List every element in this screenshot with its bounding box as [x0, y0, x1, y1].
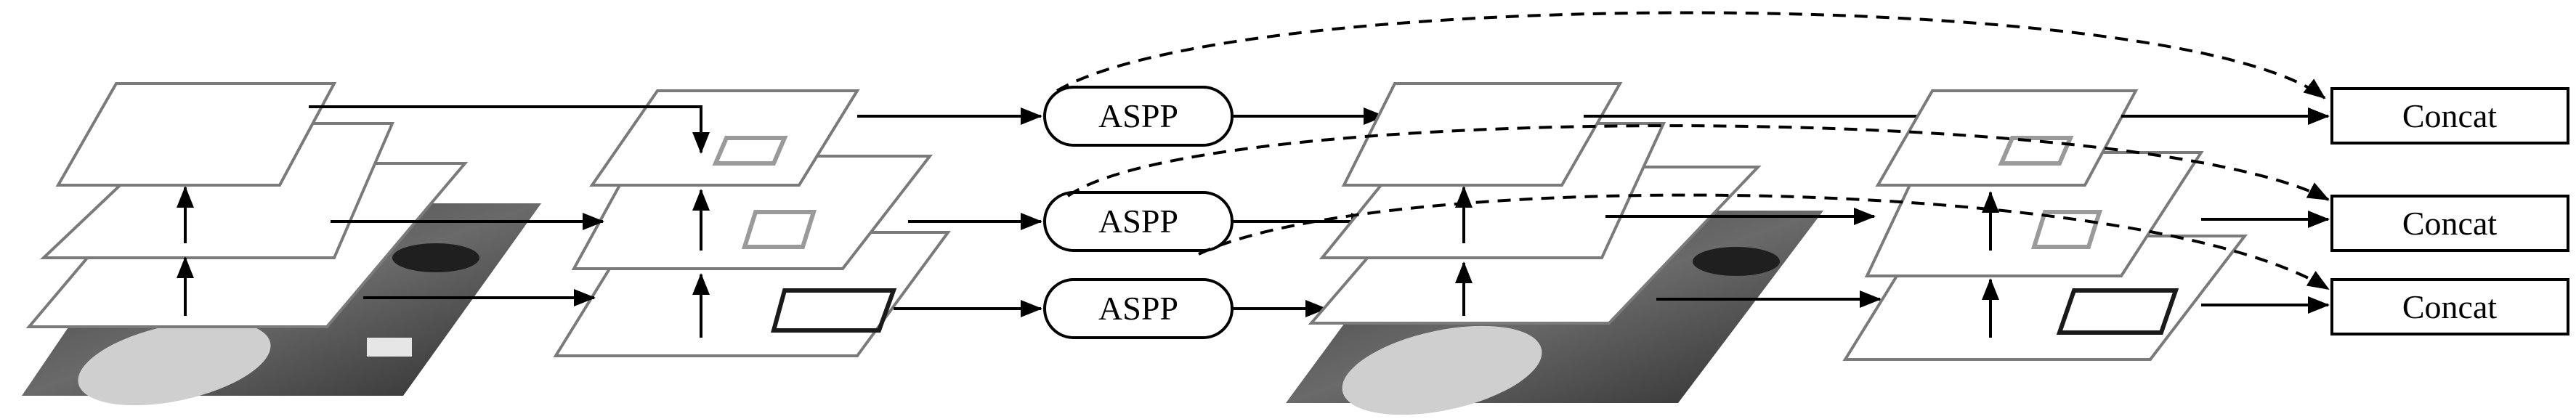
left-image-leaf [78, 320, 271, 406]
dashed-skip-bottom [1198, 193, 2330, 290]
right-backbone-pyramid [1286, 82, 1823, 415]
right-fpn-square-top [1998, 136, 2074, 166]
concat-label-bottom: Concat [2402, 288, 2498, 325]
aspp-box-top: ASPP [1043, 86, 1234, 147]
concat-label-top: Concat [2402, 97, 2498, 134]
left-plane-middle [39, 122, 395, 259]
concat-label-middle: Concat [2402, 205, 2498, 242]
right-plane-top [1341, 82, 1623, 187]
aspp-label-top: ASPP [1098, 97, 1178, 134]
left-fpn-square-middle [741, 210, 817, 249]
left-fpn-square-top [712, 136, 788, 166]
aspp-label-middle: ASPP [1098, 203, 1178, 240]
dashed-skip-middle [1066, 124, 2330, 201]
left-fpn-pyramid [553, 89, 951, 357]
lateral-arrow-top [309, 105, 710, 154]
aspp-box-bottom: ASPP [1043, 278, 1234, 339]
concat-box-top: Concat [2330, 87, 2569, 145]
aspp-box-middle: ASPP [1043, 191, 1234, 252]
concat-box-middle: Concat [2330, 195, 2569, 252]
aspp-label-bottom: ASPP [1098, 290, 1178, 327]
right-fpn-square-bottom [2056, 288, 2179, 335]
dashed-skip-top [1056, 11, 2326, 99]
right-image-leaf [1342, 325, 1542, 415]
left-backbone-pyramid [22, 82, 541, 406]
right-fpn-square-middle [2030, 210, 2103, 249]
concat-box-bottom: Concat [2330, 278, 2569, 335]
right-fpn-pyramid [1842, 89, 2248, 361]
left-plane-top [55, 82, 337, 187]
left-fpn-square-bottom [771, 288, 897, 333]
